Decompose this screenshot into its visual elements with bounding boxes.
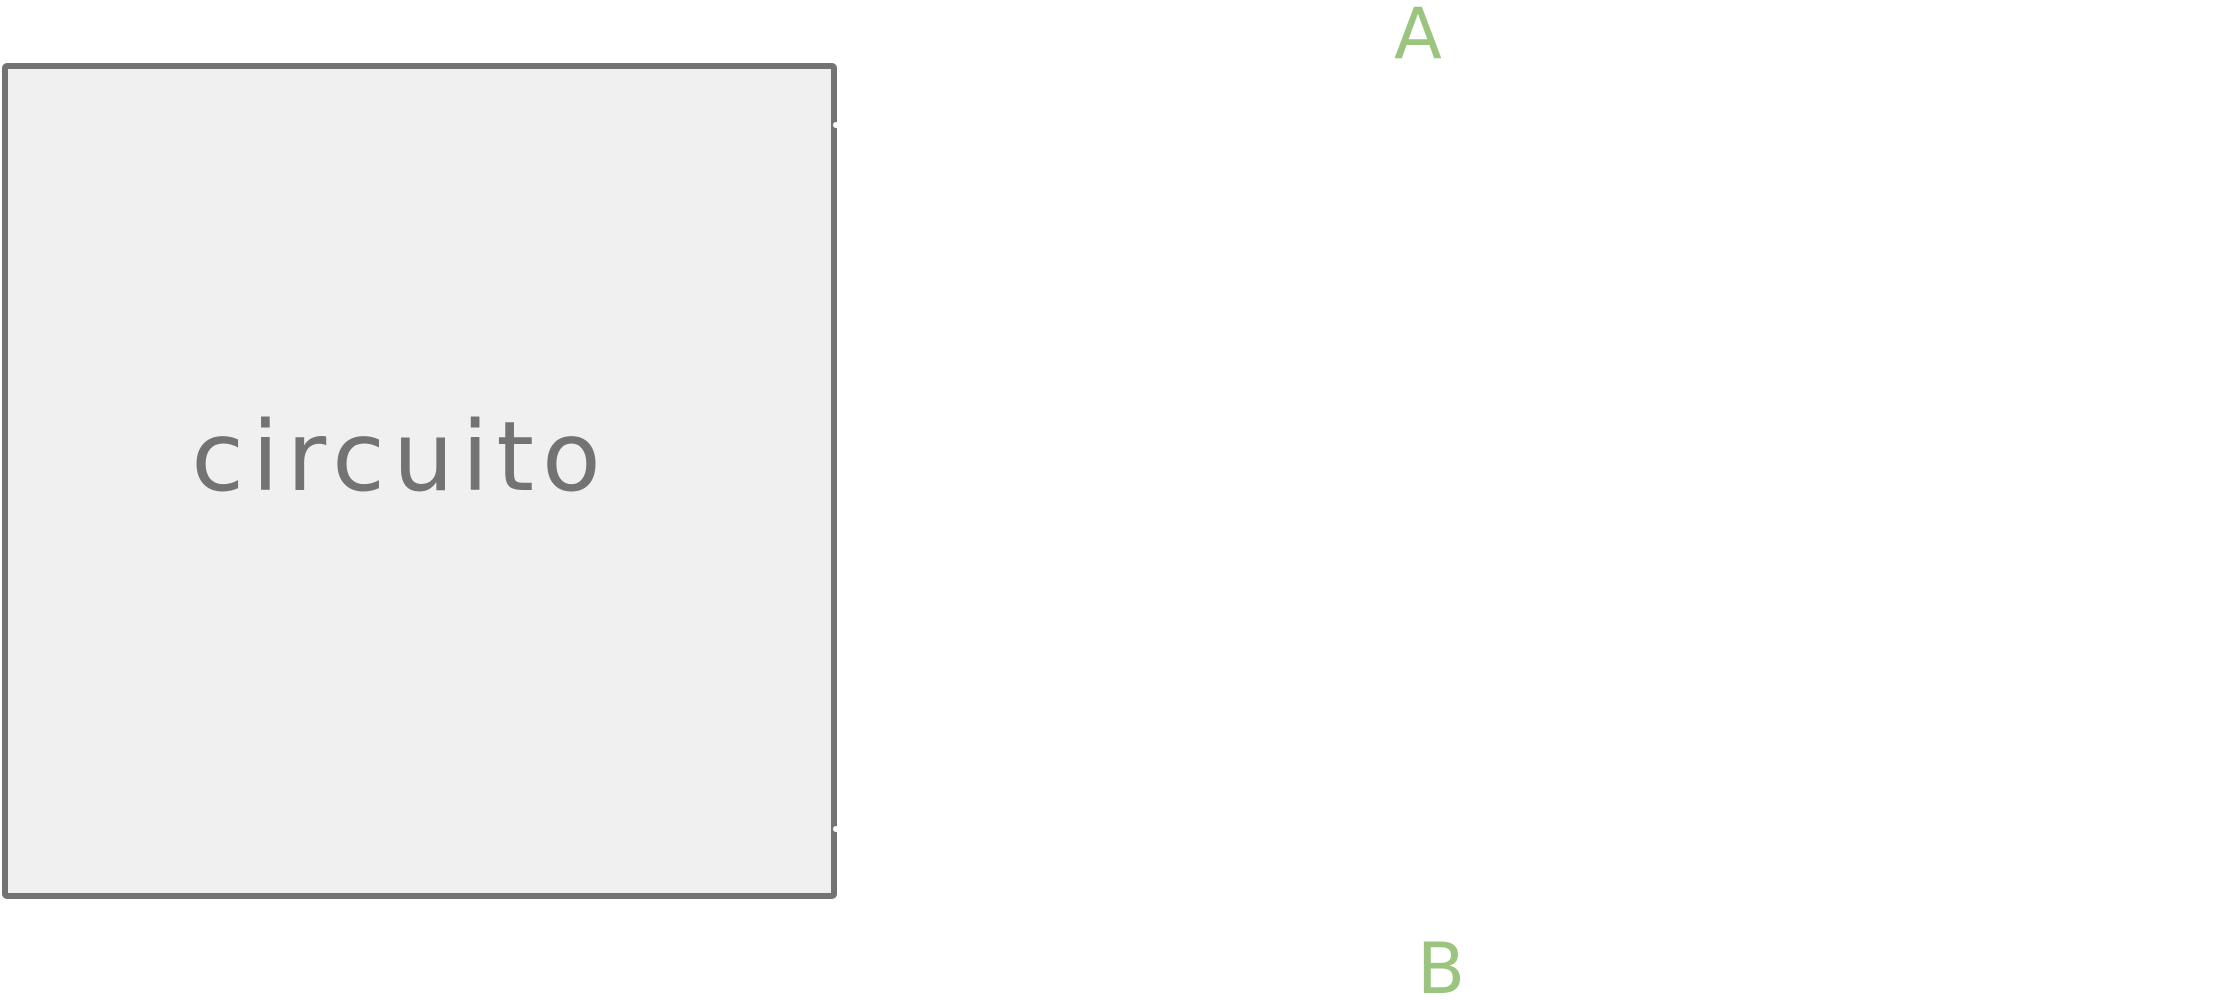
terminal-label-b: B — [1417, 928, 1465, 1000]
terminal-notch-bottom — [833, 826, 839, 832]
circuit-box — [2, 63, 837, 899]
circuit-label: circuito — [191, 401, 608, 513]
terminal-label-a: A — [1394, 0, 1442, 75]
terminal-notch-top — [833, 122, 839, 128]
